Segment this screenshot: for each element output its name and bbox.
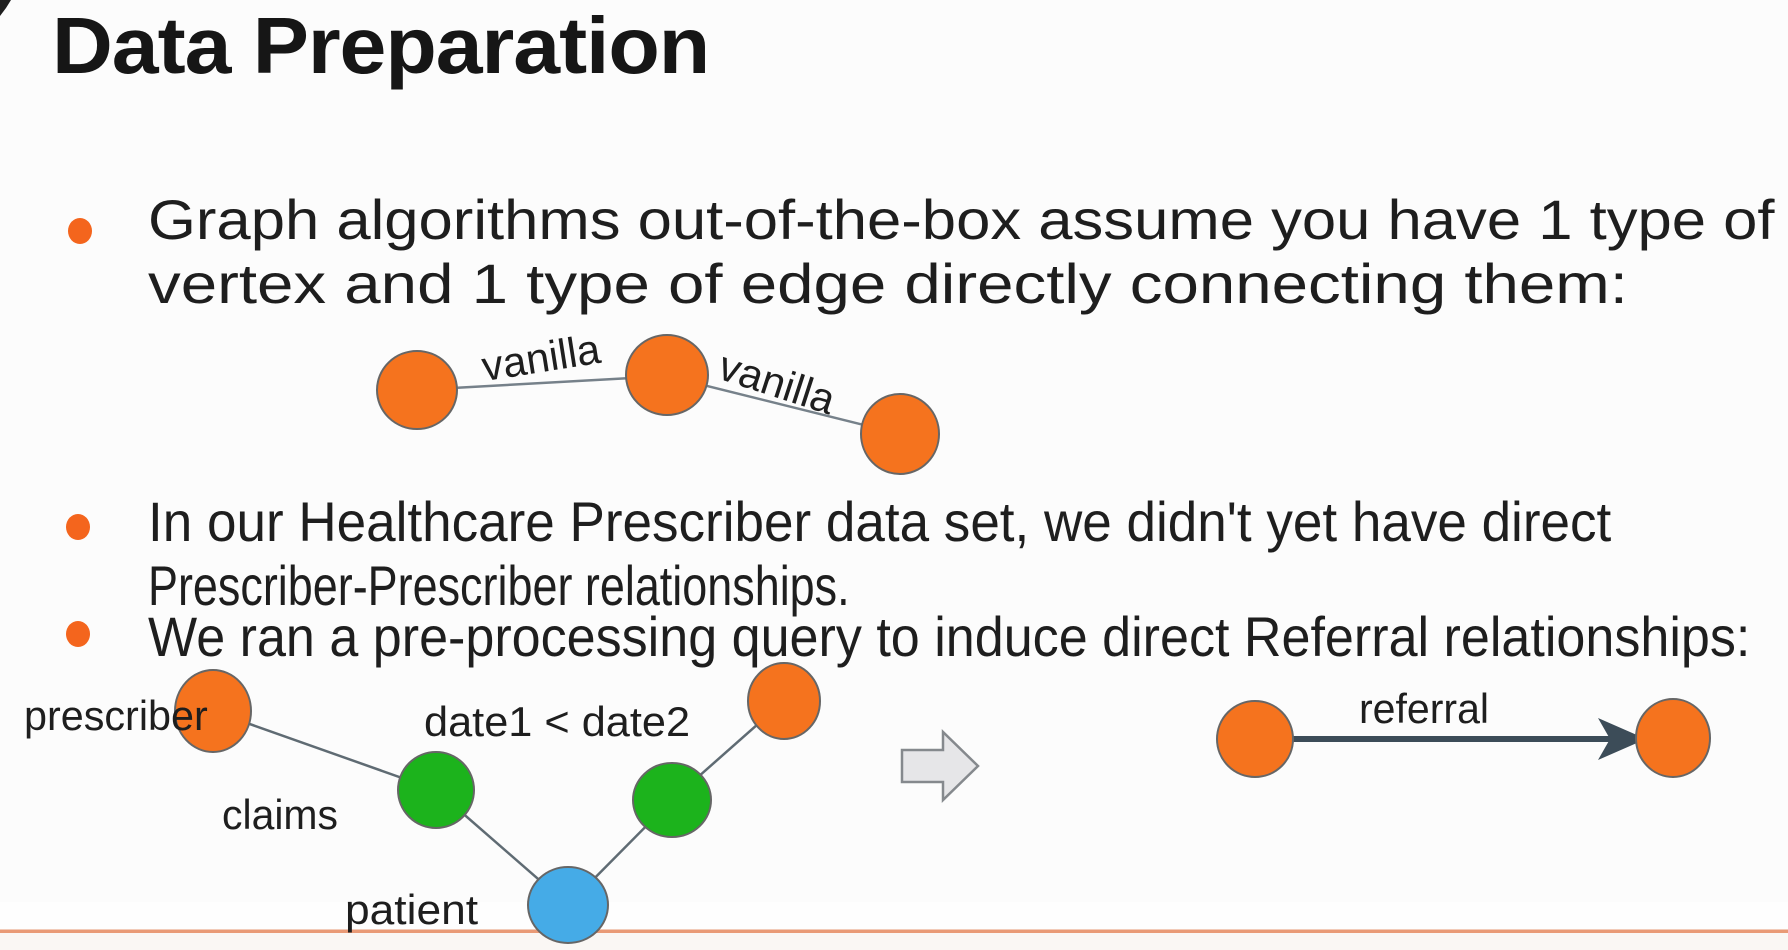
salmon-divider-line — [0, 929, 1788, 933]
bullet-dot-1 — [68, 218, 92, 244]
bullet-dot-3 — [66, 621, 90, 647]
patient-label: patient — [345, 886, 479, 933]
bullet-3: We ran a pre-processing query to induce … — [148, 605, 1788, 669]
claims-label: claims — [222, 791, 339, 838]
transform-block-arrow-icon — [900, 729, 980, 803]
bullet-1-line-1: Graph algorithms out-of-the-box assume y… — [148, 188, 1775, 251]
slide-title-text: Data Preparation — [52, 1, 710, 90]
prescriber-node-2 — [747, 662, 821, 740]
bullet-2-line-1: In our Healthcare Prescriber data set, w… — [148, 490, 1612, 553]
prescriber-label: prescriber — [24, 692, 208, 739]
claim-node-2 — [632, 762, 712, 838]
bullet-3-line-1: We ran a pre-processing query to induce … — [148, 605, 1751, 668]
bullet-2: In our Healthcare Prescriber data set, w… — [148, 490, 1693, 618]
date-condition-label: date1 < date2 — [424, 698, 691, 745]
referral-node-right — [1635, 698, 1711, 778]
vanilla-node-1 — [376, 350, 458, 430]
claims-edge-prescriber-claim1 — [212, 709, 437, 792]
corner-artifact — [0, 0, 11, 16]
vanilla-node-2 — [625, 334, 709, 416]
divider-highlight-band — [0, 902, 1788, 929]
referral-node-left — [1216, 700, 1294, 778]
below-divider-area — [0, 933, 1788, 950]
bullet-1: Graph algorithms out-of-the-box assume y… — [148, 188, 1775, 316]
claim-node-1 — [397, 751, 475, 829]
patient-node — [527, 866, 609, 944]
bullet-2-line-2: Prescriber-Prescriber relationships. — [148, 554, 850, 617]
referral-edge-label: referral — [1359, 685, 1490, 732]
slide-title: Data Preparation — [52, 2, 710, 90]
bullet-1-line-2: vertex and 1 type of edge directly conne… — [148, 252, 1628, 315]
bullet-dot-2 — [66, 514, 90, 540]
prescriber-node — [174, 669, 252, 753]
referral-arrowhead-icon — [1598, 718, 1646, 760]
vanilla-node-3 — [860, 393, 940, 475]
